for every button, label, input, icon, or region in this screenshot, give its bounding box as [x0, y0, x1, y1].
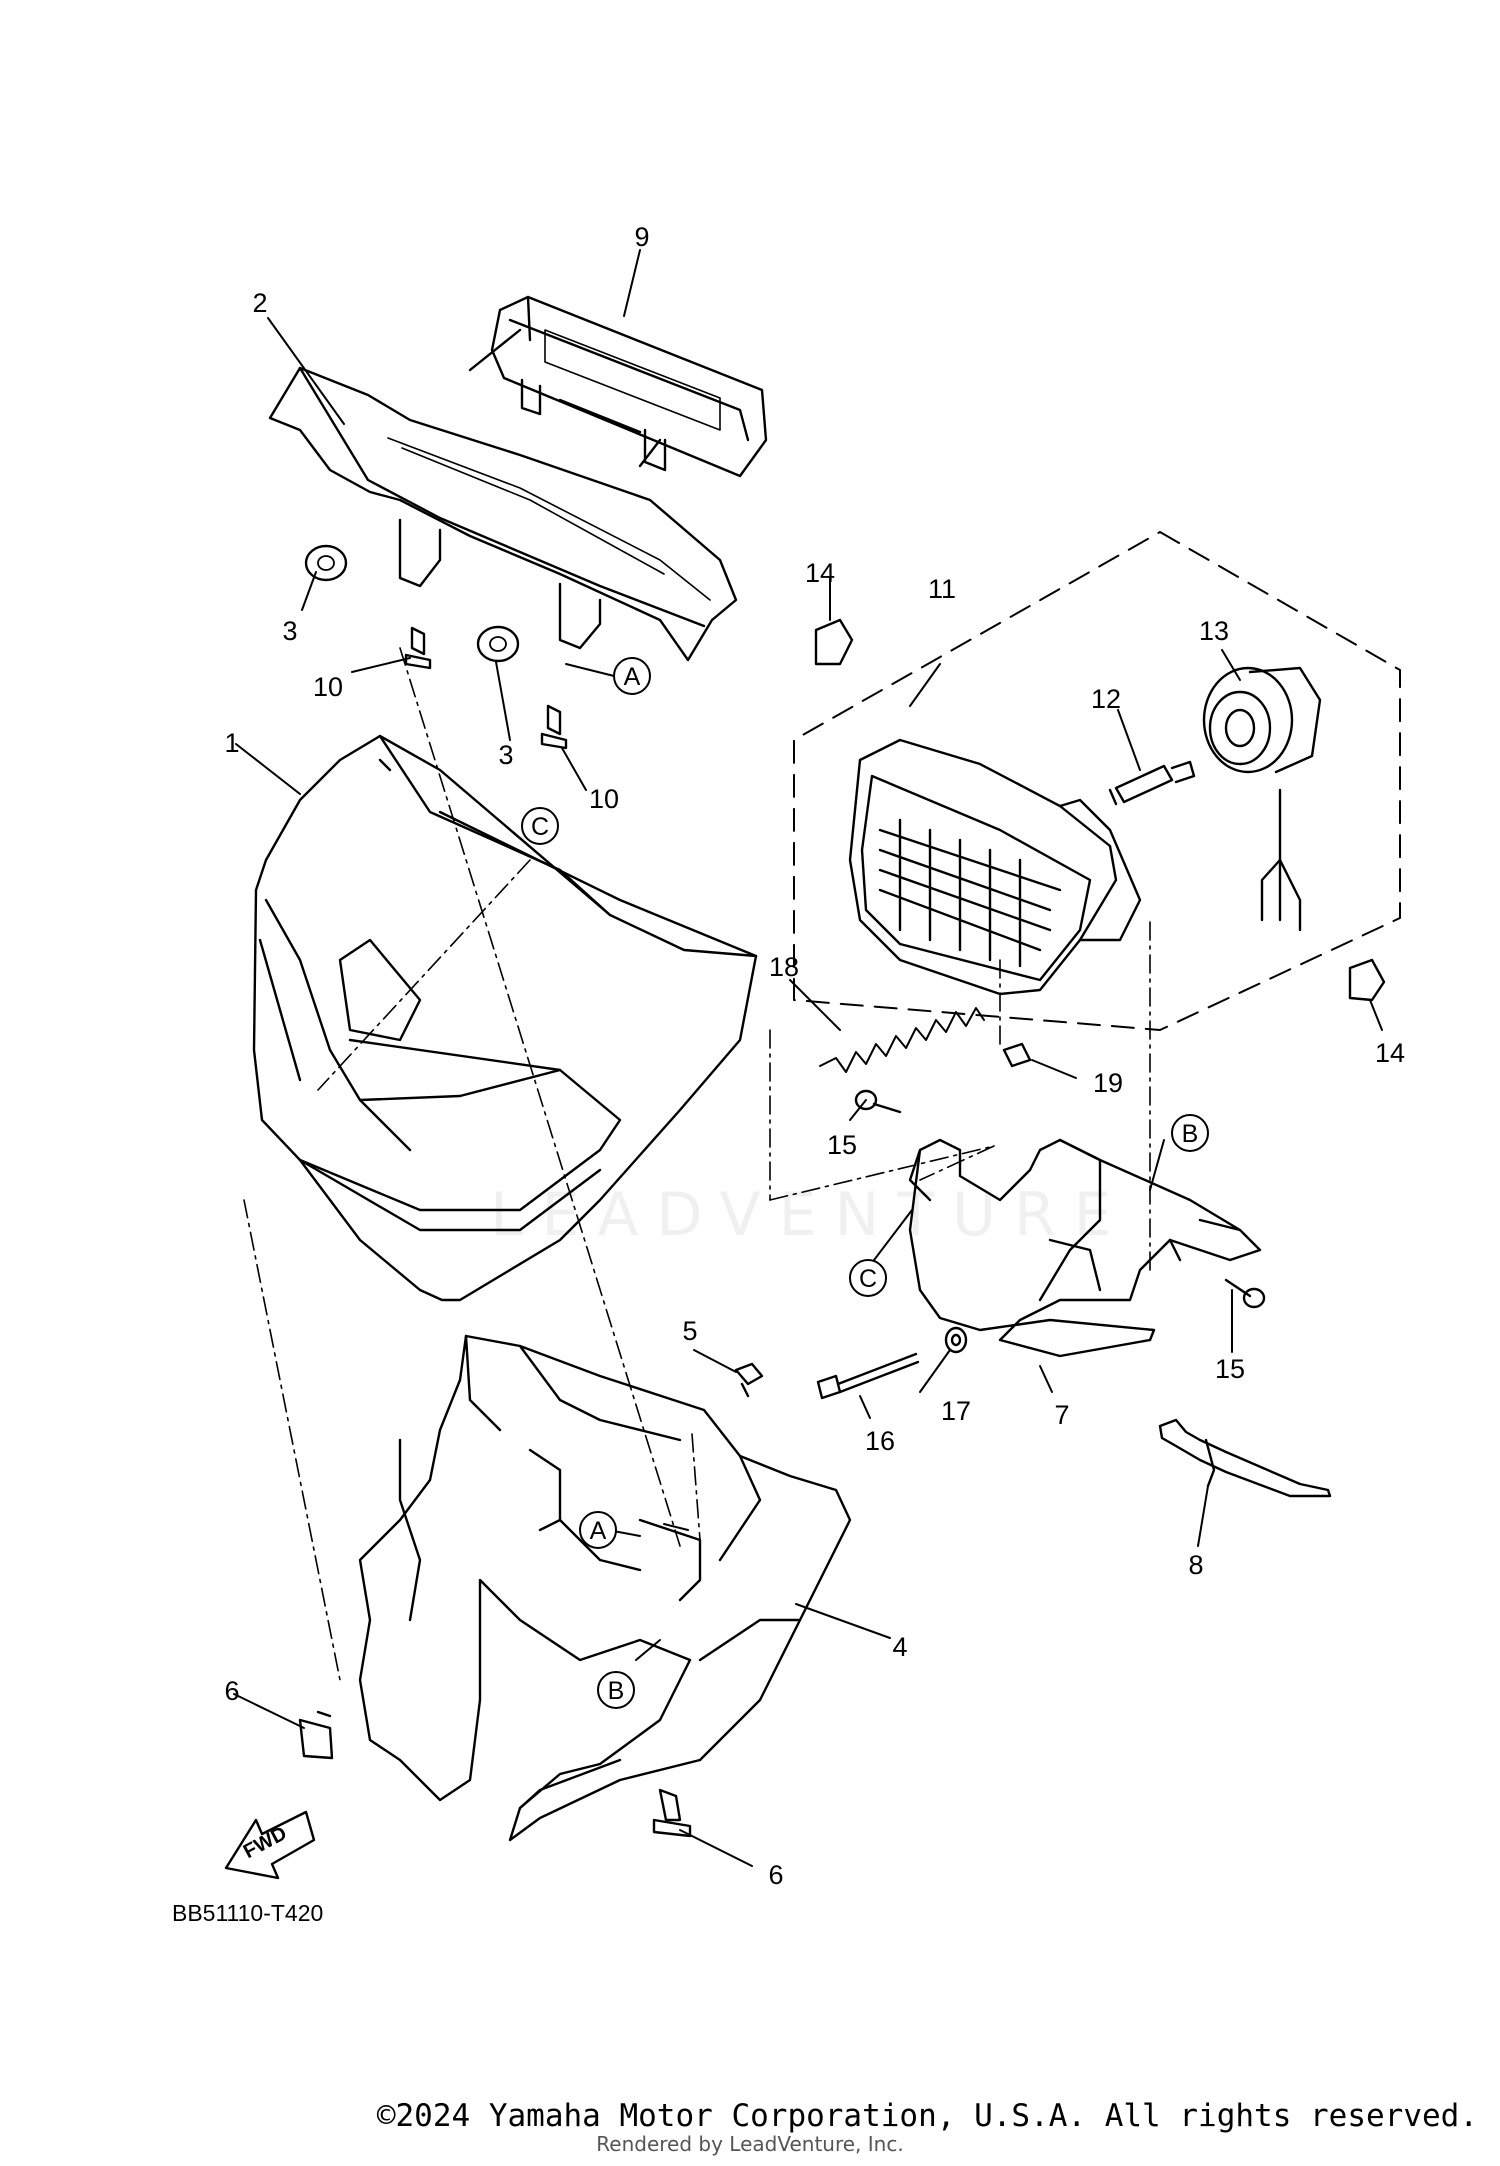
callout-3b: 3 [498, 740, 513, 770]
bolt-16 [816, 1352, 920, 1400]
callout-14a: 14 [805, 558, 835, 588]
callout-16: 16 [865, 1426, 895, 1456]
ref-marker-a2: A [590, 1517, 607, 1545]
callout-3a: 3 [282, 616, 297, 646]
screw-5 [734, 1362, 764, 1398]
headlight-group-boundary [793, 531, 1401, 1031]
screw-15a [854, 1089, 902, 1114]
ref-marker-b2: B [608, 1677, 625, 1705]
ref-marker-c1: C [531, 813, 549, 841]
headlight-cowl [252, 734, 758, 1302]
ref-marker-b1: B [1182, 1120, 1199, 1148]
rivet-6b [652, 1788, 692, 1838]
callout-13: 13 [1199, 616, 1229, 646]
washer-17 [944, 1326, 968, 1354]
callout-10a: 10 [313, 672, 343, 702]
callout-5: 5 [682, 1316, 697, 1346]
bolt-10b [540, 704, 568, 750]
clip-14b [1348, 958, 1386, 1002]
rivet-6a [298, 1710, 334, 1760]
bolt-10a [404, 626, 432, 670]
clip-14a [814, 618, 854, 666]
copyright-notice: ©2024 Yamaha Motor Corporation, U.S.A. A… [376, 2098, 1478, 2134]
meter-cover [268, 328, 738, 662]
headlight-unit [848, 738, 1142, 996]
callout-6a: 6 [224, 1676, 239, 1706]
adjusting-spring [819, 1007, 985, 1073]
diagram-part-code: BB51110-T420 [172, 1900, 324, 1926]
callout-6b: 6 [768, 1860, 783, 1890]
callout-2: 2 [252, 288, 267, 318]
bulb-socket [1202, 666, 1322, 932]
callout-18: 18 [769, 952, 799, 982]
callout-11: 11 [928, 574, 956, 604]
callout-17: 17 [941, 1396, 971, 1426]
ref-marker-c2: C [859, 1265, 877, 1293]
callout-7: 7 [1054, 1400, 1069, 1430]
screw-15b [1224, 1278, 1266, 1309]
callout-15b: 15 [1215, 1354, 1245, 1384]
ref-marker-a1: A [624, 663, 641, 691]
nut-19 [1002, 1042, 1032, 1068]
cable-tie-8 [1158, 1418, 1332, 1498]
grommet-3b [476, 625, 520, 663]
fwd-arrow [224, 1810, 316, 1880]
headlight-bulb [1108, 760, 1196, 806]
callout-9: 9 [634, 222, 649, 252]
grommet-3a [304, 544, 348, 582]
callout-10b: 10 [589, 784, 619, 814]
callout-12: 12 [1091, 684, 1121, 714]
meter-assembly [490, 295, 768, 478]
callout-1: 1 [224, 728, 239, 758]
rendered-by-credit: Rendered by LeadVenture, Inc. [596, 2132, 904, 2156]
callout-14b: 14 [1375, 1038, 1405, 1068]
callout-4: 4 [892, 1632, 907, 1662]
callout-8: 8 [1188, 1550, 1203, 1580]
callout-19: 19 [1093, 1068, 1123, 1098]
callout-15a: 15 [827, 1130, 857, 1160]
lower-cowl [358, 1334, 852, 1842]
headlight-bracket [908, 1138, 1262, 1358]
